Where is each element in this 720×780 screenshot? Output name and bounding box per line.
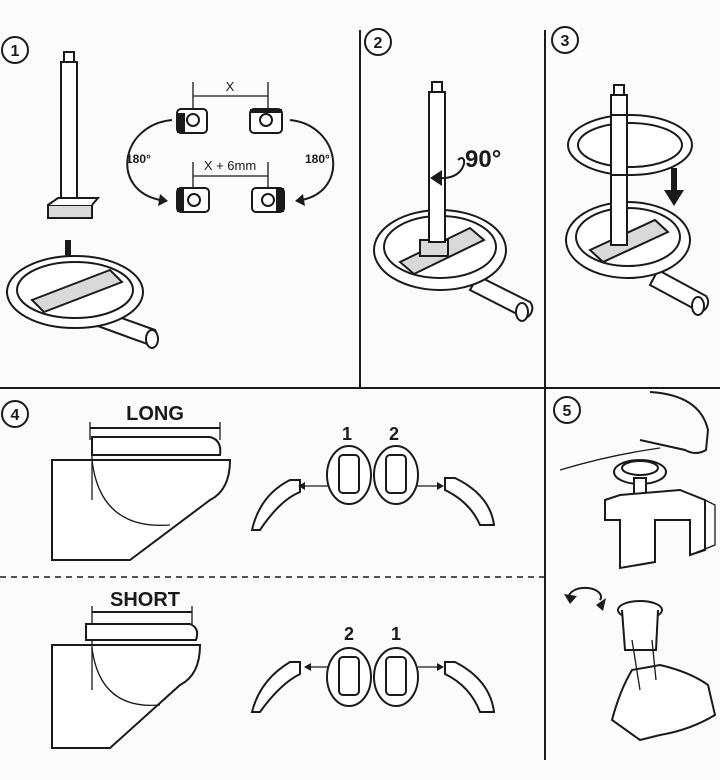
step-3-badge [551, 26, 579, 54]
short-label: SHORT [110, 589, 180, 611]
step-2-badge [364, 28, 392, 56]
long-order-2: 2 [389, 424, 399, 444]
rotate-right-label: 180° [305, 152, 330, 166]
step-4-number: 4 [11, 407, 20, 424]
long-order-1: 1 [342, 424, 352, 444]
step-5-number: 5 [563, 403, 572, 420]
panel-dividers [0, 30, 720, 760]
step-4-panel: 4 LONG SHORT 1 2 [1, 400, 496, 749]
step-5-panel: 5 [553, 391, 717, 742]
slider-bottom-left [176, 187, 210, 213]
hinge-base [6, 255, 159, 349]
step-3-number: 3 [561, 33, 570, 50]
toilet-short: SHORT [51, 589, 202, 749]
hinge-pin-step2 [431, 81, 443, 93]
mounting-bracket [604, 488, 706, 570]
step-4-badge [1, 400, 29, 428]
step-5-badge [553, 396, 581, 424]
rotation-90-label: 90° [465, 146, 501, 173]
step-2-number: 2 [374, 35, 383, 52]
hinge-config-long: 1 2 [250, 424, 496, 531]
slider-top-right [249, 108, 283, 134]
gap-x-plus-label: X + 6mm [204, 158, 256, 173]
hinge-pin [47, 51, 101, 219]
gap-x-label: X [226, 79, 235, 94]
rotate-90-arrow-icon [439, 157, 465, 180]
slider-bottom-right [251, 187, 285, 213]
long-label: LONG [126, 403, 184, 425]
hinge-config-short: 2 1 [250, 624, 496, 713]
hand [610, 663, 717, 742]
rotate-left-label: 180° [126, 152, 151, 166]
rotate-left-arrow-icon [126, 119, 173, 201]
step-1-panel: 1 X [1, 36, 335, 349]
step-1-badge [1, 36, 29, 64]
short-order-2: 1 [391, 624, 401, 644]
step-3-panel: 3 [551, 26, 710, 316]
step-2-panel: 2 90° [364, 28, 534, 322]
step-1-number: 1 [11, 43, 20, 60]
rotate-right-arrow-icon [289, 119, 335, 201]
short-order-1: 2 [344, 624, 354, 644]
toilet-long: LONG [51, 403, 232, 561]
slider-top-left [176, 108, 208, 134]
